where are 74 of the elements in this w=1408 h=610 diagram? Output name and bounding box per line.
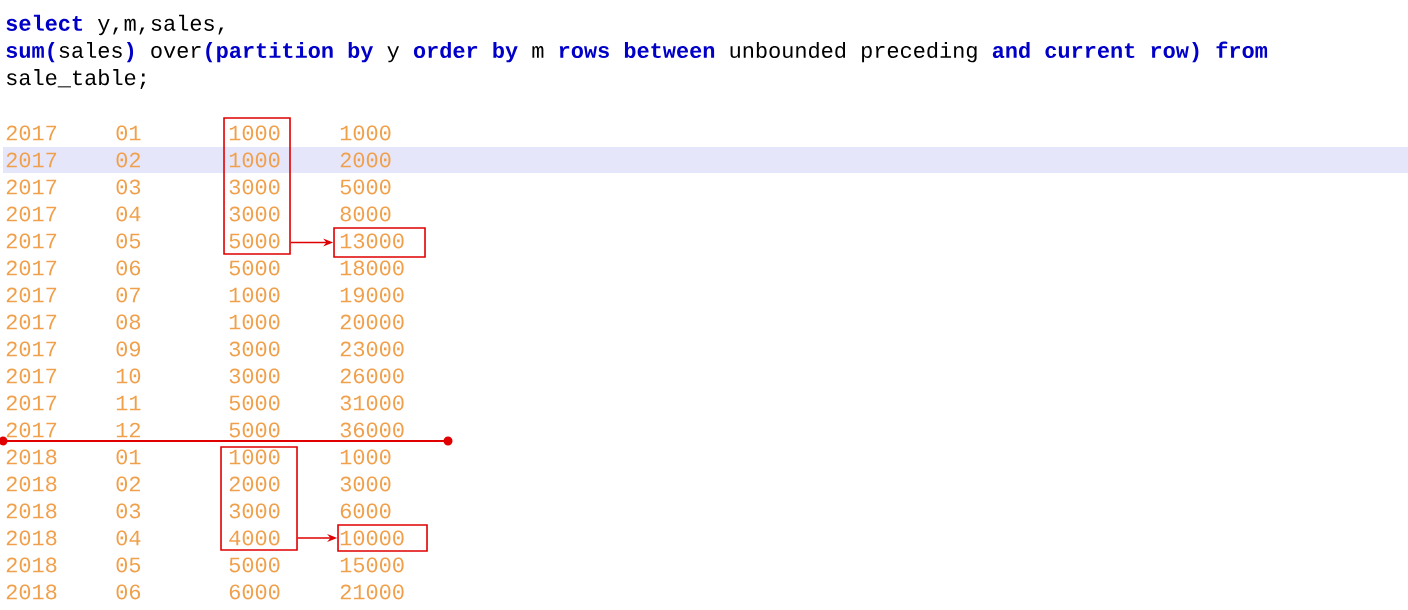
table-cell: 2017 <box>6 287 57 303</box>
table-cell: 31000 <box>340 395 404 411</box>
table-cell: 02 <box>116 476 140 492</box>
table-cell: 3000 <box>229 503 280 519</box>
table-cell: 2017 <box>6 260 57 276</box>
table-cell: 3000 <box>229 341 280 357</box>
table-cell: 26000 <box>340 368 404 384</box>
table-cell: 13000 <box>340 233 404 249</box>
table-cell: 10 <box>116 368 141 384</box>
table-cell: 3000 <box>229 368 280 384</box>
table-cell: 19000 <box>340 287 404 303</box>
table-cell: 2017 <box>6 179 57 195</box>
code-line: select y,m,sales, <box>6 14 224 36</box>
table-cell: 4000 <box>229 530 280 546</box>
table-cell: 1000 <box>229 287 280 303</box>
table-cell: 06 <box>116 584 141 600</box>
table-cell: 09 <box>116 341 140 357</box>
code-line: sum(sales) over(partition by y order by m rows between unbounded preceding and current row) from <box>6 41 1268 63</box>
table-cell: 2018 <box>6 476 57 492</box>
table-cell: 01 <box>116 449 141 465</box>
table-cell: 2017 <box>6 395 57 411</box>
table-cell: 2000 <box>340 152 391 168</box>
table-cell: 18000 <box>340 260 404 276</box>
table-cell: 2018 <box>6 449 57 465</box>
table-cell: 03 <box>116 503 141 519</box>
table-cell: 5000 <box>229 395 280 411</box>
code-line: sale_table; <box>7 69 146 89</box>
table-cell: 5000 <box>229 233 280 249</box>
table-cell: 01 <box>116 125 141 141</box>
table-cell: 1000 <box>229 125 280 141</box>
table-cell: 36000 <box>340 422 404 438</box>
table-cell: 2017 <box>6 341 57 357</box>
table-cell: 2017 <box>6 368 57 384</box>
table-cell: 07 <box>116 287 140 303</box>
table-cell: 8000 <box>340 206 391 222</box>
table-cell: 02 <box>116 152 140 168</box>
table-cell: 1000 <box>340 449 391 465</box>
table-cell: 2017 <box>6 152 57 168</box>
table-cell: 5000 <box>229 260 280 276</box>
table-cell: 11 <box>116 395 141 411</box>
table-cell: 3000 <box>229 179 280 195</box>
table-cell: 06 <box>116 260 141 276</box>
table-cell: 2018 <box>6 530 57 546</box>
table-cell: 6000 <box>229 584 280 600</box>
table-cell: 05 <box>116 557 141 573</box>
table-cell: 2017 <box>6 125 57 141</box>
table-cell: 2000 <box>229 476 280 492</box>
table-cell: 08 <box>116 314 141 330</box>
table-cell: 5000 <box>340 179 391 195</box>
table-cell: 2018 <box>6 557 57 573</box>
table-cell: 6000 <box>340 503 391 519</box>
table-cell: 2017 <box>6 314 57 330</box>
table-cell: 2017 <box>6 422 57 438</box>
table-cell: 2017 <box>6 233 57 249</box>
table-cell: 04 <box>116 206 141 222</box>
table-cell: 2018 <box>6 503 57 519</box>
table-cell: 1000 <box>229 449 280 465</box>
table-cell: 5000 <box>229 557 280 573</box>
table-cell: 10000 <box>340 530 404 546</box>
table-cell: 1000 <box>340 125 391 141</box>
table-cell: 03 <box>116 179 141 195</box>
table-cell: 1000 <box>229 152 280 168</box>
table-cell: 15000 <box>340 557 404 573</box>
table-cell: 04 <box>116 530 141 546</box>
table-cell: 1000 <box>229 314 280 330</box>
table-cell: 2018 <box>6 584 57 600</box>
table-cell: 21000 <box>340 584 404 600</box>
table-cell: 2017 <box>6 206 57 222</box>
table-cell: 23000 <box>340 341 404 357</box>
table-cell: 12 <box>116 422 140 438</box>
table-cell: 05 <box>116 233 141 249</box>
table-cell: 20000 <box>340 314 404 330</box>
table-cell: 3000 <box>229 206 280 222</box>
table-cell: 3000 <box>340 476 391 492</box>
